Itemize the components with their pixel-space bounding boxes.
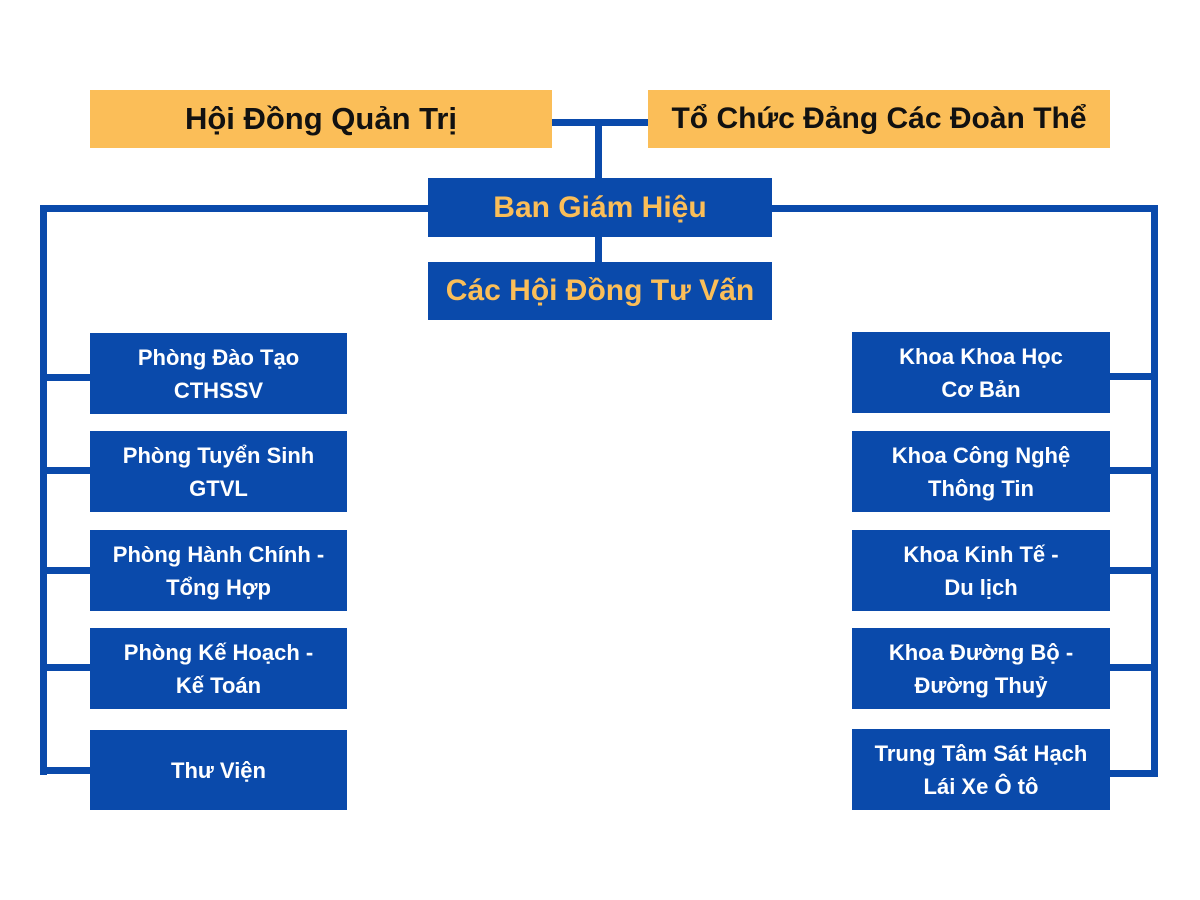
connector-right-tick xyxy=(1108,664,1158,671)
connector-top-vertical xyxy=(595,119,602,181)
connector-left-tick xyxy=(40,374,92,381)
connector-center-vertical xyxy=(595,235,602,263)
left-unit-box: Thư Viện xyxy=(90,730,347,810)
connector-left-tick xyxy=(40,767,92,774)
right-unit-box: Khoa Đường Bộ - Đường Thuỷ xyxy=(852,628,1110,709)
left-unit-box: Phòng Hành Chính - Tổng Hợp xyxy=(90,530,347,611)
rectorate-box: Ban Giám Hiệu xyxy=(428,178,772,237)
connector-left-tick xyxy=(40,664,92,671)
connector-right-tick xyxy=(1108,567,1158,574)
connector-right-tick xyxy=(1108,770,1158,777)
connector-left-tick xyxy=(40,567,92,574)
connector-left-trunk xyxy=(40,205,47,775)
right-unit-box: Khoa Kinh Tế - Du lịch xyxy=(852,530,1110,611)
left-unit-box: Phòng Đào Tạo CTHSSV xyxy=(90,333,347,414)
left-unit-box: Phòng Kế Hoạch - Kế Toán xyxy=(90,628,347,709)
right-unit-box: Khoa Công Nghệ Thông Tin xyxy=(852,431,1110,512)
connector-right-tick xyxy=(1108,467,1158,474)
connector-left-branch xyxy=(40,205,432,212)
connector-left-tick xyxy=(40,467,92,474)
right-unit-box: Trung Tâm Sát Hạch Lái Xe Ô tô xyxy=(852,729,1110,810)
left-unit-box: Phòng Tuyển Sinh GTVL xyxy=(90,431,347,512)
right-unit-box: Khoa Khoa Học Cơ Bản xyxy=(852,332,1110,413)
connector-right-trunk xyxy=(1151,205,1158,777)
connector-right-tick xyxy=(1108,373,1158,380)
board-of-directors-box: Hội Đồng Quản Trị xyxy=(90,90,552,148)
advisory-councils-box: Các Hội Đồng Tư Vấn xyxy=(428,262,772,320)
party-organization-box: Tổ Chức Đảng Các Đoàn Thể xyxy=(648,90,1110,148)
connector-right-branch xyxy=(768,205,1158,212)
